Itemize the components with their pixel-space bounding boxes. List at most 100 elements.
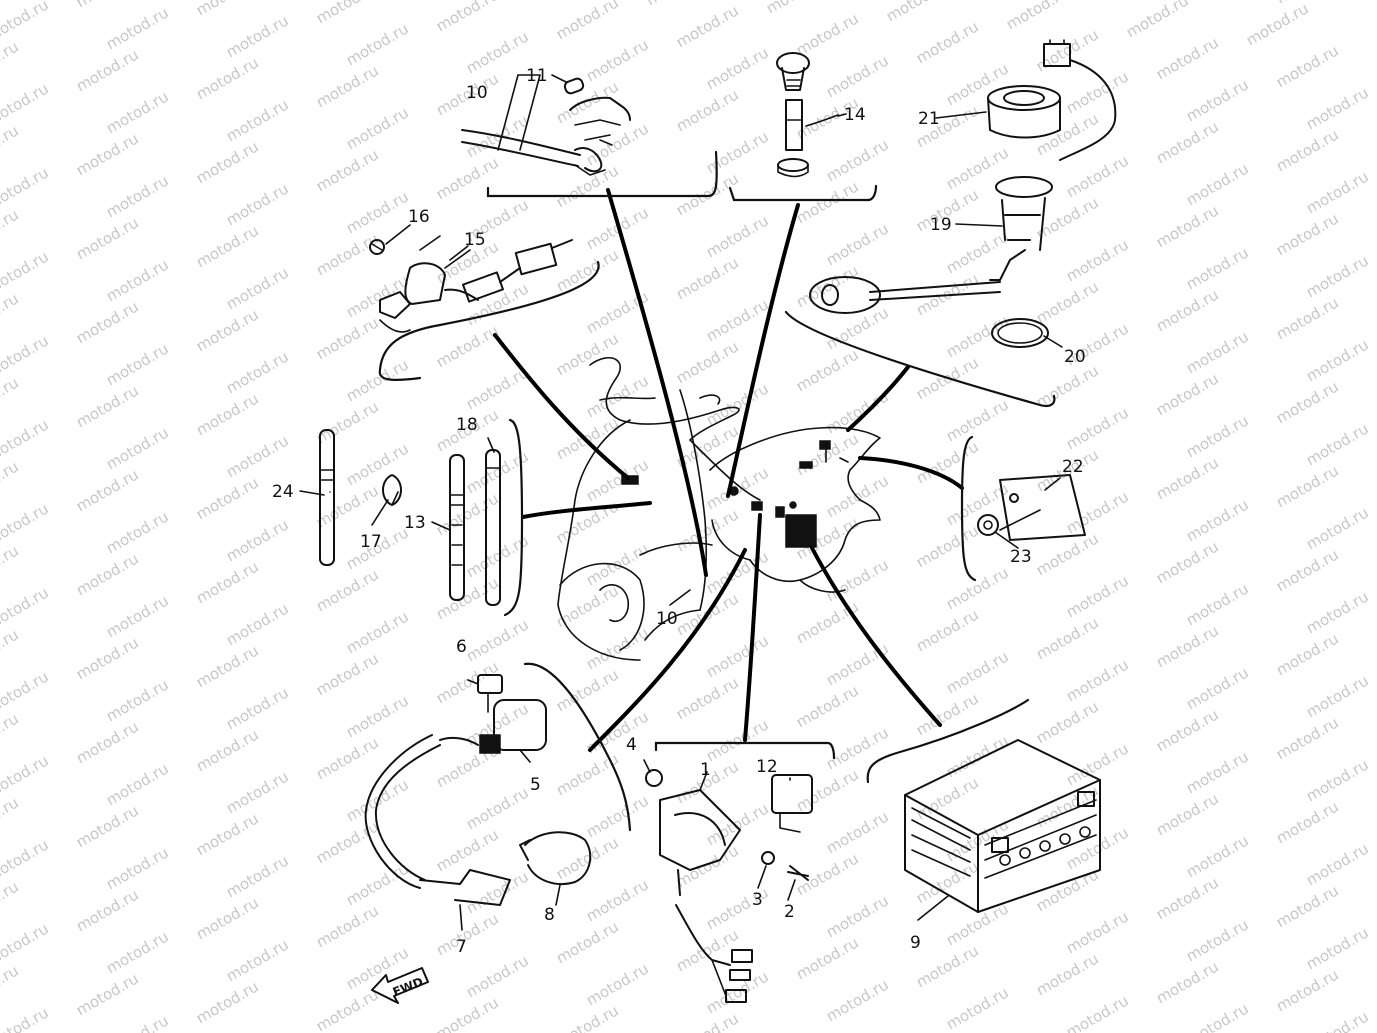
watermark-text: motod.ru: [673, 337, 742, 387]
watermark-text: motod.ru: [1303, 335, 1372, 385]
watermark-text: motod.ru: [583, 791, 652, 841]
watermark-text: motod.ru: [703, 967, 772, 1017]
part-19-20-21-fuel-sender: [809, 39, 1117, 348]
watermark-text: motod.ru: [463, 867, 532, 917]
callout-8: 8: [544, 905, 555, 925]
watermark-text: motod.ru: [433, 0, 502, 35]
watermark-text: motod.ru: [223, 851, 292, 901]
watermark-text: motod.ru: [793, 177, 862, 227]
watermark-text: motod.ru: [1153, 873, 1222, 923]
watermark-text: motod.ru: [0, 541, 22, 591]
watermark-text: motod.ru: [343, 439, 412, 489]
group-brackets: [378, 150, 1056, 832]
callout-11: 11: [526, 66, 548, 86]
watermark-text: motod.ru: [313, 145, 382, 195]
watermark-text: motod.ru: [1063, 655, 1132, 705]
watermark-text: motod.ru: [73, 129, 142, 179]
watermark-text: motod.ru: [553, 329, 622, 379]
watermark-text: motod.ru: [313, 397, 382, 447]
watermark-text: motod.ru: [313, 61, 382, 111]
watermark-text: motod.ru: [793, 681, 862, 731]
watermark-text: motod.ru: [703, 631, 772, 681]
part-9-battery: [904, 739, 1101, 913]
watermark-text: motod.ru: [0, 247, 52, 297]
watermark-text: motod.ru: [553, 917, 622, 967]
watermark-text: motod.ru: [913, 689, 982, 739]
watermark-text: motod.ru: [343, 187, 412, 237]
watermark-text: motod.ru: [73, 0, 142, 11]
watermark-text: motod.ru: [193, 809, 262, 859]
watermark-text: motod.ru: [433, 993, 502, 1033]
watermark-text: motod.ru: [943, 311, 1012, 361]
callout-10-top: 10: [466, 83, 488, 103]
watermark-text: motod.ru: [1183, 579, 1252, 629]
watermark-text: motod.ru: [943, 563, 1012, 613]
watermark-text: motod.ru: [193, 725, 262, 775]
watermark-text: motod.ru: [73, 213, 142, 263]
watermark-text: motod.ru: [0, 583, 52, 633]
callout-21: 21: [918, 109, 940, 129]
callout-14: 14: [844, 105, 866, 125]
watermark-text: motod.ru: [223, 431, 292, 481]
watermark-text: motod.ru: [313, 229, 382, 279]
watermark-text: motod.ru: [673, 1, 742, 51]
watermark-text: motod.ru: [553, 665, 622, 715]
callout-17: 17: [360, 532, 382, 552]
watermark-text: motod.ru: [1273, 965, 1342, 1015]
watermark-text: motod.ru: [0, 961, 22, 1011]
watermark-text: motod.ru: [103, 1011, 172, 1033]
watermark-text: motod.ru: [343, 271, 412, 321]
watermark-text: motod.ru: [103, 759, 172, 809]
watermark-text: motod.ru: [0, 373, 22, 423]
watermark-text: motod.ru: [1063, 823, 1132, 873]
watermark-text: motod.ru: [1063, 487, 1132, 537]
callout-5: 5: [530, 775, 541, 795]
callout-18: 18: [456, 415, 478, 435]
watermark-text: motod.ru: [0, 625, 22, 675]
watermark-text: motod.ru: [0, 0, 52, 45]
watermark-text: motod.ru: [1153, 201, 1222, 251]
watermark-text: motod.ru: [0, 163, 52, 213]
watermark-text: motod.ru: [913, 605, 982, 655]
watermark-text: motod.ru: [193, 389, 262, 439]
watermark-text: motod.ru: [103, 927, 172, 977]
watermark-text: motod.ru: [1183, 747, 1252, 797]
watermark-text: motod.ru: [0, 499, 52, 549]
watermark-text: motod.ru: [1303, 1007, 1372, 1033]
watermark-text: motod.ru: [1003, 0, 1072, 33]
callout-20: 20: [1064, 347, 1086, 367]
watermark-text: motod.ru: [1273, 125, 1342, 175]
watermark-text: motod.ru: [0, 37, 22, 87]
watermark-text: motod.ru: [193, 641, 262, 691]
watermark-text: motod.ru: [463, 951, 532, 1001]
callout-labels: 1 2 3 4 5 6 7 8 9 10 10 11 12 13 14 15 1…: [272, 66, 1086, 957]
watermark-text: motod.ru: [1183, 831, 1252, 881]
watermark-text: motod.ru: [433, 825, 502, 875]
watermark-text: motod.ru: [1183, 663, 1252, 713]
part-14-sensor: [776, 52, 839, 178]
watermark-text: motod.ru: [673, 505, 742, 555]
watermark-text: motod.ru: [1243, 0, 1312, 49]
watermark-text: motod.ru: [583, 623, 652, 673]
part-15-16-switch: [369, 235, 573, 333]
watermark-text: motod.ru: [0, 415, 52, 465]
watermark-text: motod.ru: [223, 179, 292, 229]
watermark-text: motod.ru: [343, 103, 412, 153]
watermark-text: motod.ru: [1033, 613, 1102, 663]
watermark-text: motod.ru: [1273, 629, 1342, 679]
watermark-text: motod.ru: [223, 767, 292, 817]
watermark-text: motod.ru: [583, 455, 652, 505]
watermark-text: motod.ru: [1183, 411, 1252, 461]
watermark-text: motod.ru: [223, 95, 292, 145]
watermark-text: motod.ru: [0, 877, 22, 927]
callout-23: 23: [1010, 547, 1032, 567]
watermark-text: motod.ru: [583, 875, 652, 925]
watermark-text: motod.ru: [193, 53, 262, 103]
watermark-text: motod.ru: [943, 395, 1012, 445]
watermark-text: motod.ru: [1153, 789, 1222, 839]
watermark-text: motod.ru: [223, 935, 292, 985]
callout-9: 9: [910, 933, 921, 953]
watermark-text: motod.ru: [943, 227, 1012, 277]
watermark-text: motod.ru: [583, 35, 652, 85]
